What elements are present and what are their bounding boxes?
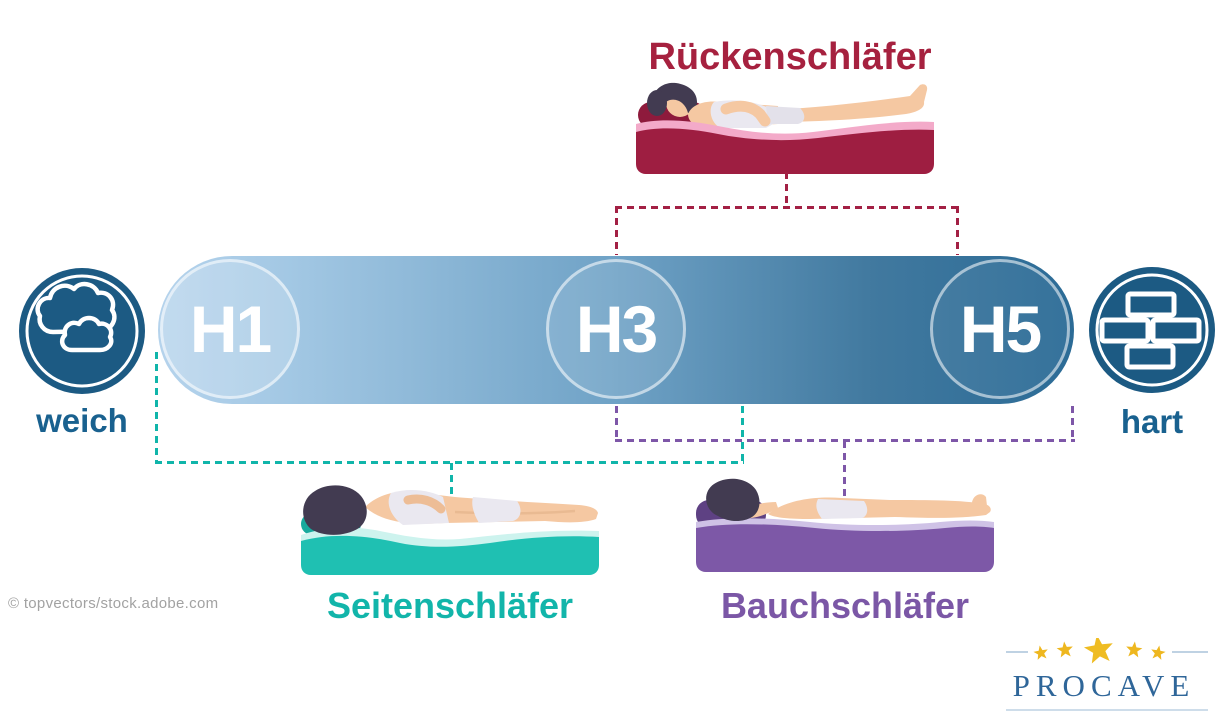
star-icon: [1082, 638, 1116, 665]
connector-back-horizontal: [615, 206, 959, 209]
mattress: [636, 128, 934, 174]
side-sleeper-illustration: [301, 485, 599, 575]
star-icon: [1032, 644, 1050, 661]
connector-stomach-left: [615, 406, 618, 441]
stock-credit: © topvectors/stock.adobe.com: [8, 595, 219, 612]
hair: [706, 478, 760, 522]
star-icon: [1149, 644, 1167, 661]
soft-label: weich: [36, 402, 128, 439]
stomach-sleeper-illustration: [696, 478, 994, 572]
star-icon: [1125, 640, 1143, 658]
connector-side-horizontal: [155, 461, 744, 464]
hair: [652, 82, 697, 113]
connector-side-right: [741, 406, 744, 464]
firmness-level-h1: H1: [160, 259, 300, 399]
cloud-icon: [19, 268, 145, 394]
procave-logo: PROCAVE: [1006, 638, 1208, 711]
firmness-level-h1-label: H1: [189, 292, 272, 366]
mattress: [696, 524, 994, 572]
side-sleeper-label: Seitenschläfer: [326, 585, 574, 626]
back-sleeper-title: Rückenschläfer: [648, 36, 932, 78]
bricks-icon: [1089, 267, 1215, 393]
star-icon: [1056, 640, 1074, 658]
back-sleeper-illustration: [636, 82, 934, 174]
connector-back-left: [615, 206, 618, 255]
connector-back-right: [956, 206, 959, 255]
connector-stomach-stub: [843, 441, 846, 503]
stomach-sleeper-label: Bauchschläfer: [720, 585, 970, 626]
firmness-level-h5: H5: [930, 259, 1070, 399]
logo-text: PROCAVE: [1013, 668, 1196, 703]
connector-side-stub: [450, 463, 453, 505]
firmness-level-h3-label: H3: [575, 292, 658, 366]
firmness-level-h5-label: H5: [959, 292, 1042, 366]
mattress: [301, 535, 599, 575]
connector-back-stub: [785, 172, 788, 208]
hard-label: hart: [1120, 403, 1184, 440]
firmness-level-h3: H3: [546, 259, 686, 399]
connector-stomach-right: [1071, 406, 1074, 441]
connector-side-left: [155, 352, 158, 463]
hair: [303, 485, 367, 535]
connector-stomach-horizontal: [615, 439, 1075, 442]
